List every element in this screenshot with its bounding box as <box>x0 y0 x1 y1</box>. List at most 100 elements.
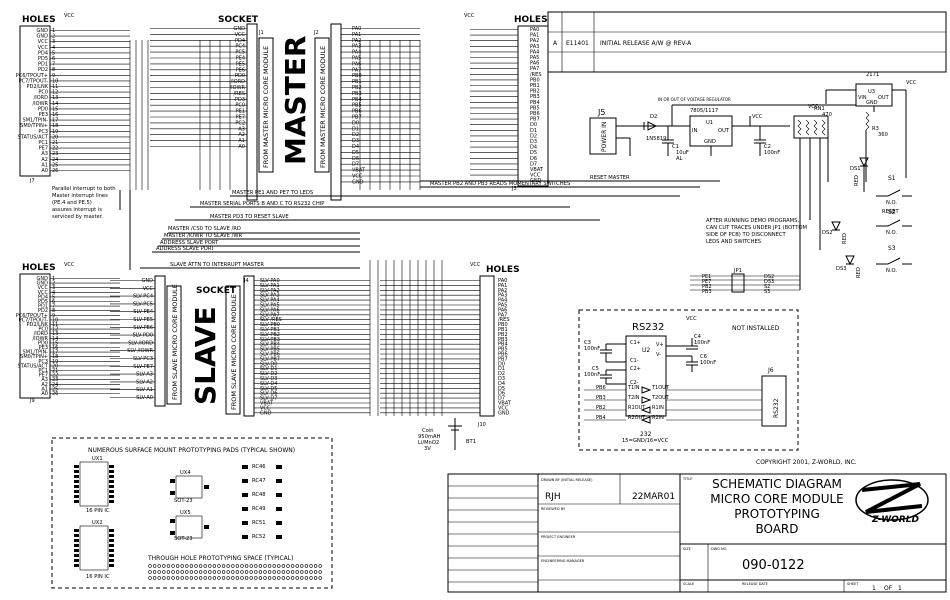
j10-pin-15: PB5 <box>498 347 508 353</box>
master-bus-lines <box>129 40 421 190</box>
j1-pin-1: GND <box>234 26 246 32</box>
j2-pin-15: PB6 <box>352 109 362 115</box>
th-pad <box>258 576 263 580</box>
th-pad <box>198 564 203 568</box>
j4-pin-1: SLV-PA0 <box>260 278 280 284</box>
j4-pin-3: SLV-PA2 <box>260 288 280 294</box>
j7-pin-3: VCC <box>38 39 49 45</box>
j3-pin-6: PA5 <box>530 55 539 61</box>
demo-note-1: AFTER RUNNING DEMO PROGRAMS, <box>706 218 799 224</box>
r3-val: 360 <box>878 132 888 138</box>
rs232-pin-right-3: R1IN <box>652 405 664 411</box>
rc-pad-a-5 <box>242 521 248 525</box>
j7-pin-num-8: 8 <box>52 67 55 73</box>
th-pad <box>217 570 221 574</box>
ux1-pad-l-6 <box>74 490 79 493</box>
c1-type: AL <box>676 156 683 162</box>
ux2-pad-r-5 <box>109 549 114 552</box>
j2-pin-27: GND <box>352 179 364 185</box>
th-pad <box>189 564 194 568</box>
rs232-pin-left-1: T1IN <box>627 385 640 391</box>
j9-outline <box>19 273 51 399</box>
th-pad <box>244 570 249 574</box>
j1-pin-8: PE6 <box>236 67 245 73</box>
j3-pin-3: PA2 <box>530 38 539 44</box>
j10-pin-26: VBAT <box>498 401 512 407</box>
ux1-body <box>79 461 109 507</box>
th-pad <box>180 564 184 568</box>
sheet-no: 1 <box>872 585 876 592</box>
j1-pin-19: A2 <box>238 132 245 138</box>
j7-pin-num-16: 16 <box>52 112 58 118</box>
j4-pin-19: SLV-D1 <box>260 366 277 372</box>
jp1-pin-4: PB3 <box>702 289 712 295</box>
ux1-label: 16 PIN IC <box>86 508 110 514</box>
j10-pin-27: VCC <box>498 405 509 411</box>
th-pad <box>254 570 258 574</box>
ds1-color: RED <box>854 175 860 186</box>
j3-pin-21: D3 <box>530 139 537 145</box>
j4-pin-4: SLV-PA3 <box>260 293 280 299</box>
j9-pin-num-16: 16 <box>52 345 58 351</box>
j2-pin-19: D2 <box>352 132 359 138</box>
u1-in: IN <box>692 128 698 134</box>
d2-ref: D2 <box>650 114 657 120</box>
ux2-pad-r-4 <box>109 544 114 547</box>
c1-minus-pin: C1- <box>630 358 639 364</box>
th-pad <box>185 564 189 568</box>
label-cs-rd: MASTER /CS0 TO SLAVE /RD <box>168 226 241 232</box>
th-pad <box>240 564 244 568</box>
jp1-ref: JP1 <box>733 268 742 274</box>
j9-pin-13: /IORD <box>34 331 49 337</box>
ux4-pad-2 <box>170 491 175 495</box>
th-pad <box>157 576 161 580</box>
j10-pin-20: D2 <box>498 371 505 377</box>
j3-pin-10: PB0 <box>530 77 540 83</box>
switch-s1 <box>876 189 912 197</box>
j4-pin-20: SLV-D2 <box>260 371 277 377</box>
j2-pin-18: D1 <box>352 126 359 132</box>
ux2-body <box>79 525 109 571</box>
j3-pin-4: PA3 <box>530 44 539 50</box>
ux2-pad-l-3 <box>74 539 79 542</box>
j3-pin-12: PB2 <box>530 89 540 95</box>
j2-pin-21: D4 <box>352 144 359 150</box>
th-pad <box>277 576 281 580</box>
revision-desc: INITIAL RELEASE A/W @ REV-A <box>600 40 692 47</box>
j3-pin-9: /RES <box>530 72 542 78</box>
vcc-label-u3: VCC <box>906 80 917 86</box>
s1-ref: S1 <box>888 175 896 182</box>
j1-pin-7: PE5 <box>236 61 245 67</box>
j2-pin-5: PA4 <box>352 50 361 56</box>
j9-pin-num-8: 8 <box>52 308 55 314</box>
j2-pin-13: PB4 <box>352 97 362 103</box>
th-pad <box>235 570 240 574</box>
j7-pin-2: GND <box>37 34 49 40</box>
slave-bus-lines <box>369 260 443 416</box>
j7-pin-25: A1 <box>41 162 48 168</box>
vcc-label-rs232: VCC <box>686 316 697 322</box>
revision-eco: E11401 <box>566 40 589 47</box>
j4-pin-15: SLV-PB5 <box>260 347 280 353</box>
j9-pin-26: A0 <box>41 391 48 397</box>
j7-pin-13: /IORD <box>34 95 49 101</box>
rc49-ref: RC49 <box>252 506 266 512</box>
led-ds2 <box>831 221 841 232</box>
th-pad <box>185 576 189 580</box>
rc-pad-b-1 <box>276 465 282 469</box>
j10-pin-12: PB2 <box>498 332 508 338</box>
label-iowr-wr: MASTER /IOWR TO SLAVE /WR <box>164 233 243 239</box>
rc-pad-a-1 <box>242 465 248 469</box>
interrupt-note-4: assures interrupt is <box>52 207 102 213</box>
j2-pin-26: VCC <box>352 174 363 180</box>
th-pad <box>286 570 290 574</box>
rs232-pin-right-4: R2IN <box>652 415 664 421</box>
j10-pin-19: D1 <box>498 366 505 372</box>
j7-pin-11: PD2/LNK <box>26 84 48 90</box>
ux1-pad-l-5 <box>74 485 79 488</box>
th-pad <box>162 576 166 580</box>
battery-capacity: 950mAH <box>418 434 441 440</box>
slave-socket-pin-8: SLV-PD0 <box>133 333 153 339</box>
j10-pin-24: D6 <box>498 391 505 397</box>
